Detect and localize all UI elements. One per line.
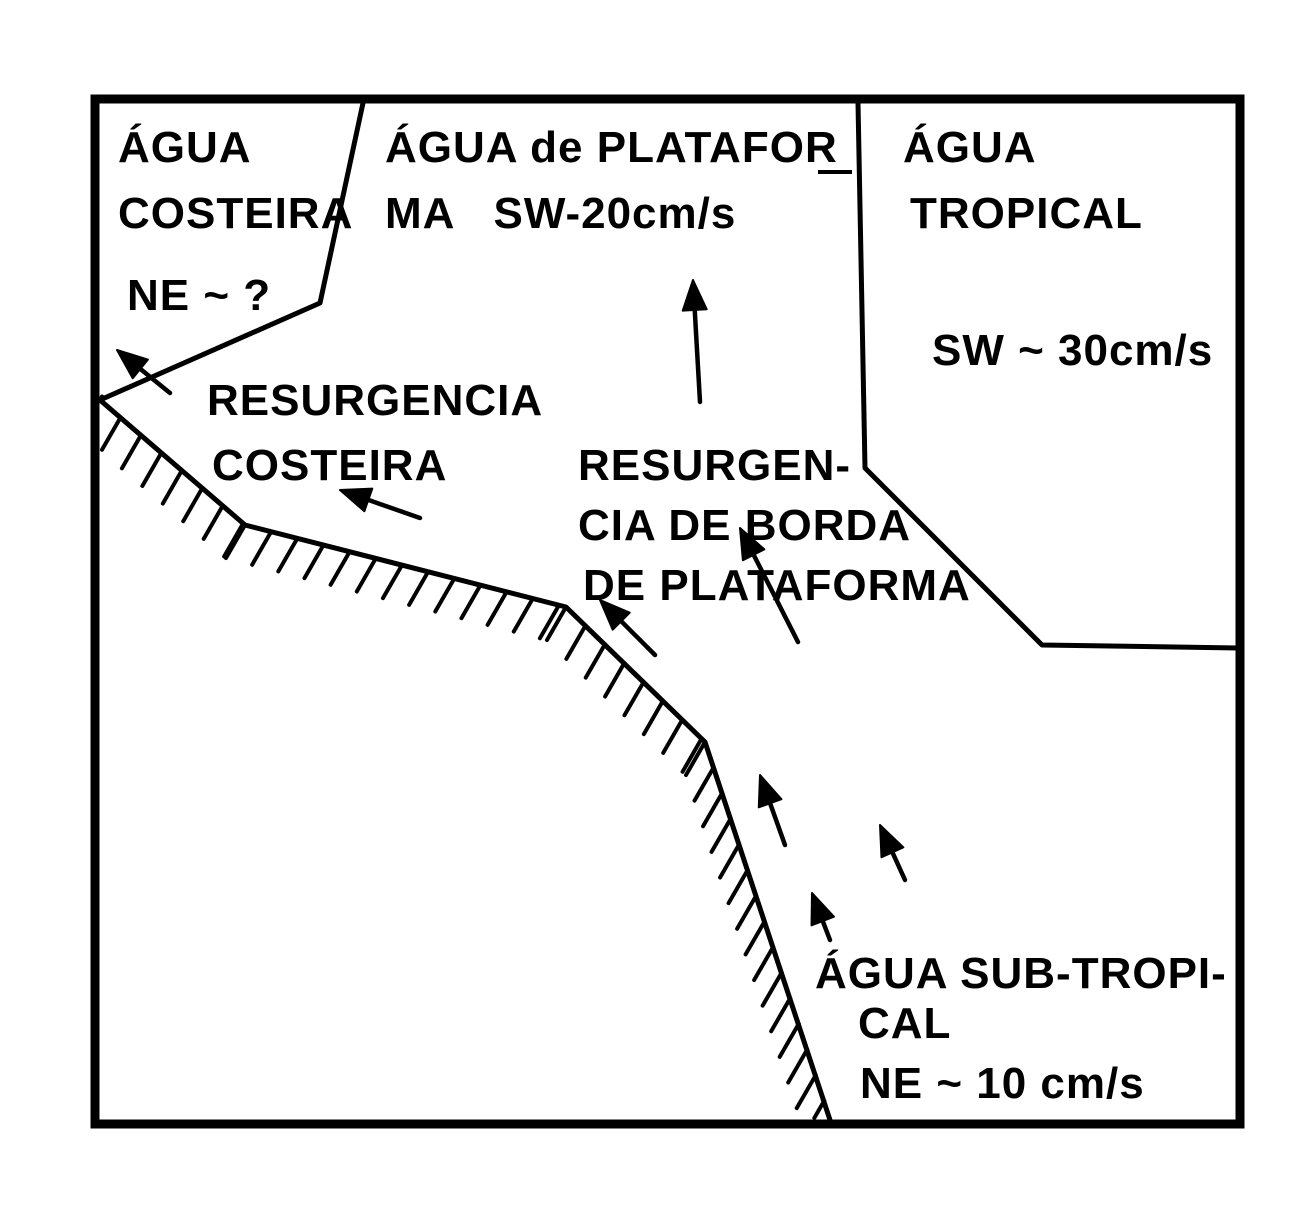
coastal-upwelling-label: RESURGENCIA COSTEIRA	[207, 376, 543, 490]
hatch-mark	[433, 576, 457, 614]
hatch-mark	[812, 1098, 827, 1120]
coastal-water-line2: COSTEIRA	[118, 189, 353, 238]
current-arrow-head	[339, 487, 374, 513]
current-arrow-shaft	[751, 552, 801, 645]
hatch-mark	[224, 523, 247, 561]
subtropical-water-speed: NE ~ 10 cm/s	[860, 1059, 1145, 1108]
hatch-mark	[769, 996, 793, 1034]
coastal-water-label: ÁGUA COSTEIRA NE ~ ?	[118, 122, 353, 320]
hatch-mark	[680, 736, 704, 774]
hatch-mark	[603, 661, 627, 699]
shelf-break-upwelling-label: RESURGEN- CIA DE BORDA DE PLATAFORMA	[578, 441, 971, 610]
current-arrow-shaft	[692, 307, 703, 405]
hatch-mark	[709, 816, 733, 854]
current-arrow-shaft	[618, 618, 658, 658]
hatch-mark	[459, 583, 483, 621]
hatch-mark	[622, 680, 646, 718]
hatch-mark	[786, 1047, 810, 1085]
shelf-break-upwelling-line2: CIA DE BORDA	[578, 501, 911, 550]
hatch-mark	[743, 919, 767, 957]
hatch-mark	[407, 569, 431, 607]
current-arrows	[116, 279, 908, 943]
coastal-upwelling-line1: RESURGENCIA	[207, 376, 543, 425]
shelf-break-upwelling-line3: DE PLATAFORMA	[583, 561, 971, 610]
subtropical-water-line1: ÁGUA SUB-TROPI-	[815, 948, 1227, 998]
current-arrow-shaft	[820, 918, 833, 943]
subtropical-water-line2: CAL	[858, 999, 951, 1048]
shelf-break-upwelling-line1: RESURGEN-	[578, 441, 851, 490]
tropical-water-speed: SW ~ 30cm/s	[932, 326, 1213, 375]
land-hatching	[98, 394, 827, 1120]
hatch-mark	[302, 543, 326, 581]
coastal-water-line1: ÁGUA	[118, 122, 252, 172]
hatch-mark	[160, 468, 184, 506]
hatch-mark	[583, 642, 607, 680]
coastal-water-speed: NE ~ ?	[127, 271, 271, 320]
hatch-mark	[537, 603, 561, 641]
hatch-mark	[276, 536, 300, 574]
current-arrow-head	[681, 279, 708, 312]
hatch-mark	[98, 394, 104, 402]
hatch-mark	[777, 1021, 801, 1059]
current-arrow-head	[116, 349, 149, 380]
tropical-water-boundary	[855, 100, 1241, 651]
shelf-water-line1: ÁGUA de PLATAFOR	[385, 122, 838, 172]
tropical-water-line1: ÁGUA	[903, 122, 1037, 172]
current-arrow-shaft	[767, 801, 788, 848]
current-arrow-head	[810, 892, 835, 927]
hatch-mark	[701, 791, 725, 829]
hatch-mark	[140, 450, 164, 488]
current-arrow-head	[757, 774, 783, 809]
hatch-mark	[661, 717, 685, 755]
hatch-mark	[735, 893, 759, 931]
hatch-mark	[718, 842, 742, 880]
tropical-water-line2: TROPICAL	[910, 189, 1143, 238]
hatch-mark	[380, 563, 404, 601]
current-arrow-shaft	[366, 497, 423, 521]
current-arrow-shaft	[138, 366, 173, 396]
hatch-mark	[354, 556, 378, 594]
diagram-frame	[90, 94, 1245, 1129]
hatch-mark	[545, 605, 568, 643]
current-arrow-head	[599, 599, 631, 631]
hatch-mark	[119, 433, 143, 471]
coastal-water-boundary	[97, 100, 366, 403]
hatch-mark	[692, 765, 716, 803]
current-arrow-head	[879, 824, 905, 859]
hatch-mark	[181, 486, 205, 524]
hatch-mark	[201, 503, 225, 541]
hatch-mark	[100, 415, 123, 452]
shelf-water-line2: MA SW-20cm/s	[385, 189, 736, 238]
hatch-mark	[222, 521, 246, 559]
shelf-water-label: ÁGUA de PLATAFOR MA SW-20cm/s	[385, 122, 852, 238]
subtropical-water-label: ÁGUA SUB-TROPI- CAL NE ~ 10 cm/s	[815, 948, 1227, 1108]
current-arrow-head	[739, 527, 766, 562]
hatch-mark	[684, 740, 707, 778]
current-arrow-shaft	[890, 850, 908, 883]
hatch-mark	[760, 970, 784, 1008]
hatch-mark	[328, 549, 352, 587]
hatch-mark	[794, 1073, 818, 1111]
hatch-mark	[485, 589, 509, 627]
hatch-mark	[641, 699, 665, 737]
tropical-water-label: ÁGUA TROPICAL SW ~ 30cm/s	[903, 122, 1213, 375]
hatch-mark	[726, 868, 750, 906]
hatch-mark	[250, 529, 274, 567]
hatch-mark	[752, 944, 776, 983]
hatch-mark	[564, 623, 588, 661]
hatch-mark	[511, 596, 535, 634]
coastal-upwelling-line2: COSTEIRA	[212, 441, 447, 490]
